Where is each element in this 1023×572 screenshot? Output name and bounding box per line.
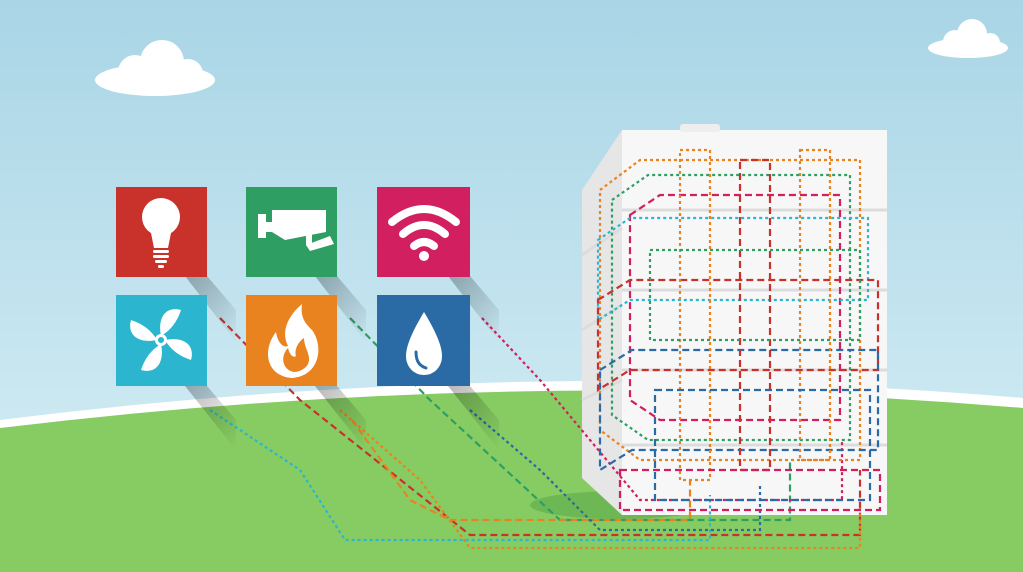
wire-segment xyxy=(351,419,692,522)
cloud-right xyxy=(928,19,1008,58)
wire-segment xyxy=(339,409,862,550)
wire-segment xyxy=(596,216,870,322)
wiring-network xyxy=(209,148,882,550)
wire-segment xyxy=(610,173,852,442)
wire-segment xyxy=(209,409,712,542)
wire-segment xyxy=(219,317,862,537)
tile-hvac-fan[interactable] xyxy=(116,295,236,450)
wire-segment xyxy=(469,409,762,532)
tile-lighting[interactable] xyxy=(116,187,236,342)
camera-icon xyxy=(258,210,334,251)
flame-icon xyxy=(268,304,319,378)
wire-segment xyxy=(481,317,844,502)
water-drop-icon xyxy=(406,312,442,375)
wire-segment xyxy=(653,388,872,502)
wire-segment xyxy=(618,468,882,512)
building-roof-cap xyxy=(680,124,720,132)
tile-gas-heating[interactable] xyxy=(246,295,366,450)
wire-segment xyxy=(798,148,832,462)
tile-water[interactable] xyxy=(377,295,499,450)
wifi-dot xyxy=(419,251,429,261)
lightbulb-icon xyxy=(142,198,180,268)
wire-segment xyxy=(738,158,772,472)
tile-wifi[interactable] xyxy=(377,187,499,342)
system-icon-grid xyxy=(116,187,499,450)
wire-segment xyxy=(648,248,862,342)
cloud-left xyxy=(95,40,215,96)
fan-icon xyxy=(130,309,192,371)
wire-segment xyxy=(628,193,842,422)
wire-segment xyxy=(678,148,712,482)
wifi-icon xyxy=(388,205,460,250)
tile-security-camera[interactable] xyxy=(246,187,366,342)
wire-segment xyxy=(598,348,880,472)
building-front-wall xyxy=(622,130,887,515)
building-side-wall xyxy=(582,130,622,515)
